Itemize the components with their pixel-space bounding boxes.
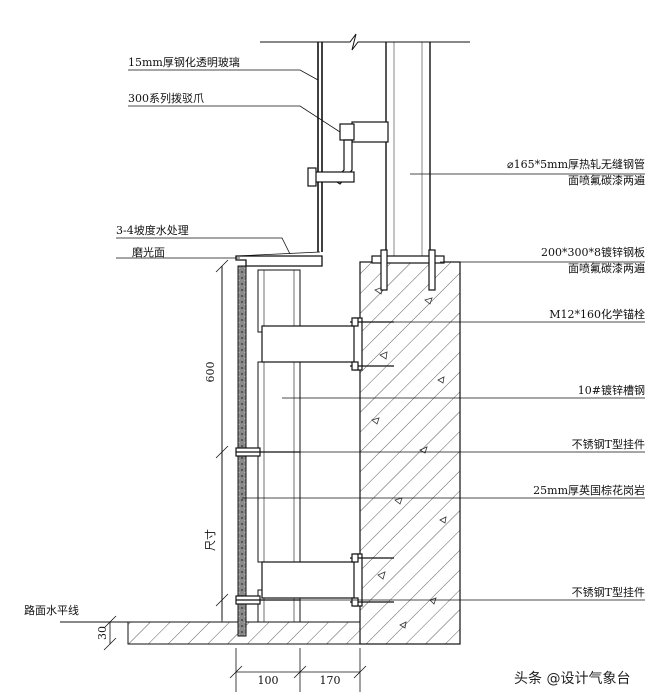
hanger-top-label: 不锈钢T型挂件 — [572, 437, 645, 451]
drip-label: 3-4坡度水处理 — [116, 223, 189, 237]
polished-label: 磨光面 — [132, 245, 165, 259]
granite-label: 25mm厚英国棕花岗岩 — [533, 483, 645, 497]
plate-label-line2: 面喷氟碳漆两遍 — [568, 261, 645, 275]
spider-label: 300系列拨驳爪 — [128, 91, 204, 105]
dim-width-right: 170 — [320, 674, 341, 687]
channel-steel-frame — [257, 269, 363, 623]
pipe-label-line2: 面喷氟碳漆两遍 — [568, 173, 645, 187]
anchor-bolts — [350, 317, 394, 607]
watermark: 头条 @设计气象台 — [514, 670, 630, 687]
dim-size-note: 尺寸 — [203, 529, 217, 551]
anchor-label: M12*160化学锚栓 — [549, 307, 645, 321]
glass-label: 15mm厚钢化透明玻璃 — [128, 55, 240, 69]
concrete-wall — [359, 261, 461, 645]
top-cap — [235, 251, 323, 267]
dimension-lines — [103, 259, 367, 692]
hanger-bottom-label: 不锈钢T型挂件 — [572, 585, 645, 599]
spider-fitting — [307, 121, 389, 187]
pipe-label-line1: ⌀165*5mm厚热轧无缝钢管 — [507, 157, 645, 171]
dim-width-left: 100 — [258, 674, 279, 687]
steel-pipe-column — [260, 33, 470, 291]
plate-label-line1: 200*300*8镀锌钢板 — [541, 245, 645, 259]
channel-label: 10#镀锌槽钢 — [578, 383, 645, 397]
glass-panel — [317, 42, 323, 252]
ground-label: 路面水平线 — [24, 603, 79, 617]
dim-spacing: 600 — [204, 362, 217, 383]
dim-ground-height: 30 — [96, 626, 109, 640]
leader-lines — [116, 69, 645, 601]
